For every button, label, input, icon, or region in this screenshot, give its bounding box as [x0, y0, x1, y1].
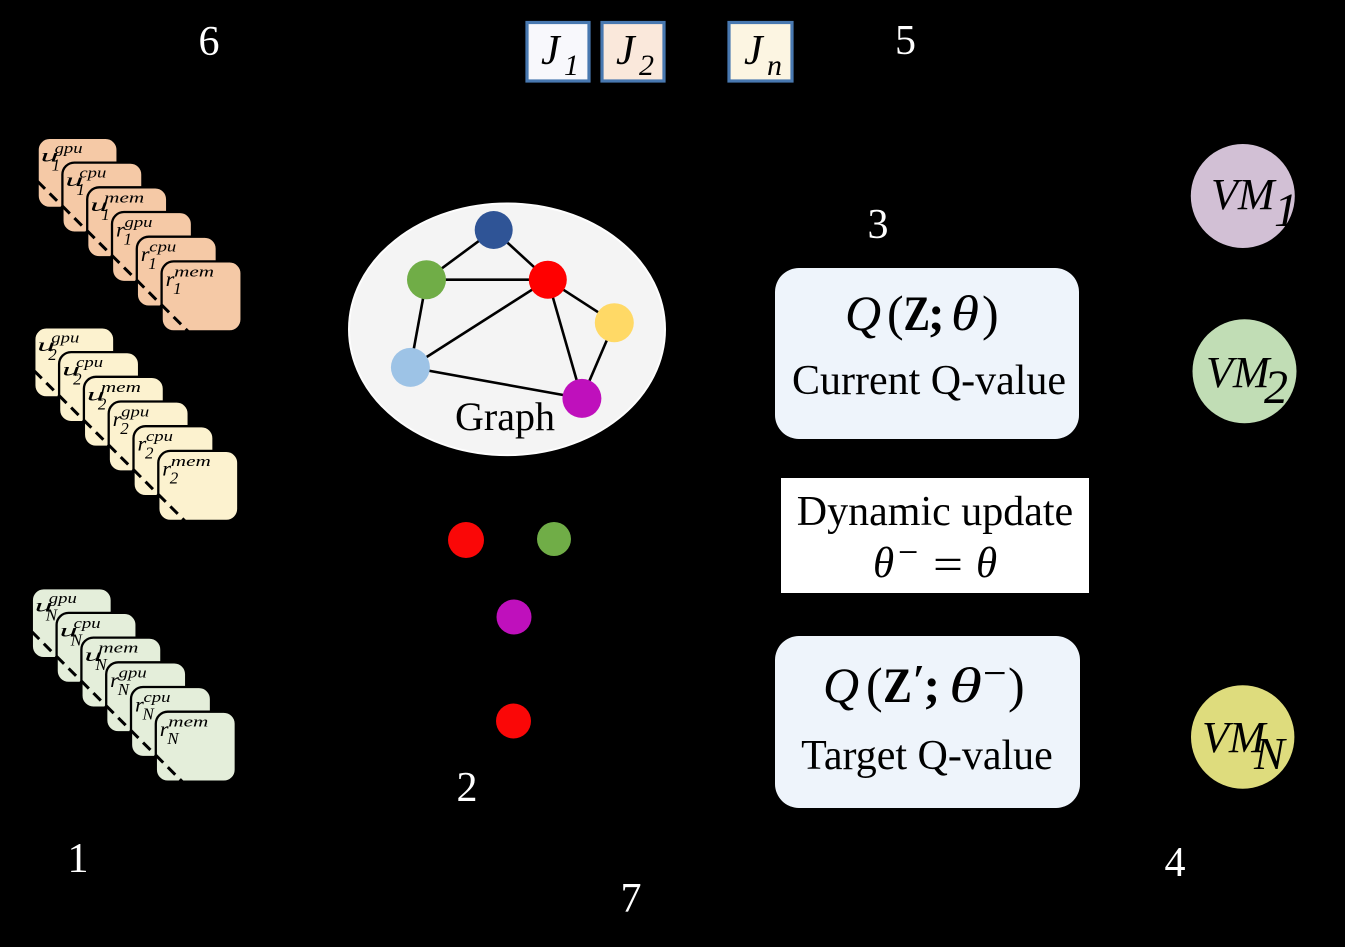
svg-text:θ: θ [951, 285, 979, 341]
svg-text:r: r [162, 456, 172, 480]
svg-text:;: ; [928, 285, 945, 341]
svg-text:u: u [62, 360, 80, 380]
svg-text:gpu: gpu [55, 141, 83, 157]
svg-text:1: 1 [148, 254, 157, 273]
svg-text:J: J [541, 28, 562, 74]
svg-text:r: r [166, 267, 176, 291]
svg-text:r: r [135, 693, 145, 717]
svg-text:): ) [982, 285, 999, 341]
svg-text:N: N [45, 606, 59, 625]
svg-text:u: u [41, 145, 59, 165]
svg-text:6: 6 [199, 19, 220, 65]
svg-text:1: 1 [173, 279, 182, 298]
svg-text:VM: VM [1202, 713, 1268, 762]
svg-text:7: 7 [621, 876, 642, 922]
svg-text:Z: Z [904, 285, 931, 341]
svg-text:N: N [94, 655, 108, 674]
svg-text:r: r [141, 242, 151, 266]
svg-text:N: N [117, 680, 131, 699]
svg-text:4: 4 [1165, 840, 1186, 886]
svg-text:=: = [933, 540, 963, 589]
svg-text:1: 1 [124, 230, 133, 249]
svg-text:J: J [744, 28, 765, 74]
svg-text:Current Q-value: Current Q-value [792, 358, 1066, 404]
svg-text:3: 3 [868, 202, 889, 248]
svg-text:1: 1 [101, 205, 110, 224]
svg-text:N: N [1253, 728, 1287, 779]
svg-text:r: r [110, 668, 120, 692]
svg-text:J: J [616, 28, 637, 74]
svg-text:cpu: cpu [79, 166, 106, 182]
svg-text:(: ( [887, 285, 904, 341]
svg-text:1: 1 [1274, 184, 1298, 237]
svg-text:2: 2 [98, 394, 107, 413]
svg-text:u: u [60, 620, 78, 640]
svg-text:Dynamic update: Dynamic update [797, 489, 1073, 535]
svg-text:u: u [65, 170, 83, 190]
svg-text:Q: Q [845, 285, 881, 341]
svg-text:N: N [166, 729, 180, 748]
svg-text:mem: mem [168, 715, 208, 731]
svg-text:cpu: cpu [149, 240, 176, 256]
svg-text:−: − [898, 532, 918, 572]
svg-text:mem: mem [171, 454, 211, 470]
svg-text:1: 1 [52, 155, 61, 174]
svg-text:N: N [70, 630, 84, 649]
svg-text:2: 2 [73, 370, 82, 389]
svg-text:2: 2 [48, 345, 57, 364]
svg-text:mem: mem [104, 190, 144, 206]
svg-text:mem: mem [174, 264, 214, 280]
svg-text:Graph: Graph [455, 394, 555, 439]
svg-text:gpu: gpu [49, 591, 77, 607]
svg-text:mem: mem [101, 380, 141, 396]
svg-text:Q: Q [823, 657, 859, 713]
svg-text:cpu: cpu [144, 690, 171, 706]
svg-text:θ: θ [976, 540, 997, 587]
svg-text:(: ( [866, 657, 883, 713]
svg-text:u: u [87, 384, 105, 404]
svg-text:1: 1 [76, 180, 85, 199]
svg-text:θ: θ [873, 540, 894, 587]
svg-text:′: ′ [913, 656, 925, 705]
svg-text:VM: VM [1206, 348, 1272, 397]
svg-text:2: 2 [145, 444, 154, 463]
svg-text:u: u [35, 596, 53, 616]
svg-text:cpu: cpu [74, 616, 101, 632]
svg-text:mem: mem [98, 641, 138, 657]
svg-text:2: 2 [457, 765, 478, 811]
svg-text:1: 1 [68, 836, 89, 882]
svg-text:cpu: cpu [146, 429, 173, 445]
svg-text:Z: Z [883, 657, 912, 713]
svg-text:gpu: gpu [119, 665, 147, 681]
svg-text:2: 2 [120, 419, 129, 438]
svg-text:u: u [37, 335, 55, 355]
svg-text:1: 1 [564, 49, 579, 82]
svg-text:r: r [116, 218, 126, 242]
svg-text:): ) [1008, 657, 1025, 713]
svg-text:2: 2 [639, 49, 654, 82]
svg-text:r: r [113, 407, 123, 431]
svg-text:gpu: gpu [51, 330, 79, 346]
svg-text:r: r [160, 717, 170, 741]
svg-text:VM: VM [1211, 170, 1277, 219]
svg-text:N: N [142, 705, 156, 724]
svg-text:gpu: gpu [125, 215, 153, 231]
svg-text:n: n [767, 49, 782, 82]
svg-text:u: u [84, 645, 102, 665]
svg-text:2: 2 [1264, 361, 1288, 414]
svg-text:r: r [138, 432, 148, 456]
svg-text:−: − [983, 651, 1007, 697]
svg-text:u: u [90, 195, 108, 215]
svg-text:2: 2 [170, 468, 179, 487]
svg-text:;: ; [924, 657, 941, 713]
svg-text:gpu: gpu [121, 405, 149, 421]
svg-text:θ: θ [949, 657, 982, 713]
svg-text:5: 5 [895, 18, 916, 64]
svg-text:Target Q-value: Target Q-value [801, 733, 1053, 779]
svg-text:cpu: cpu [76, 355, 103, 371]
